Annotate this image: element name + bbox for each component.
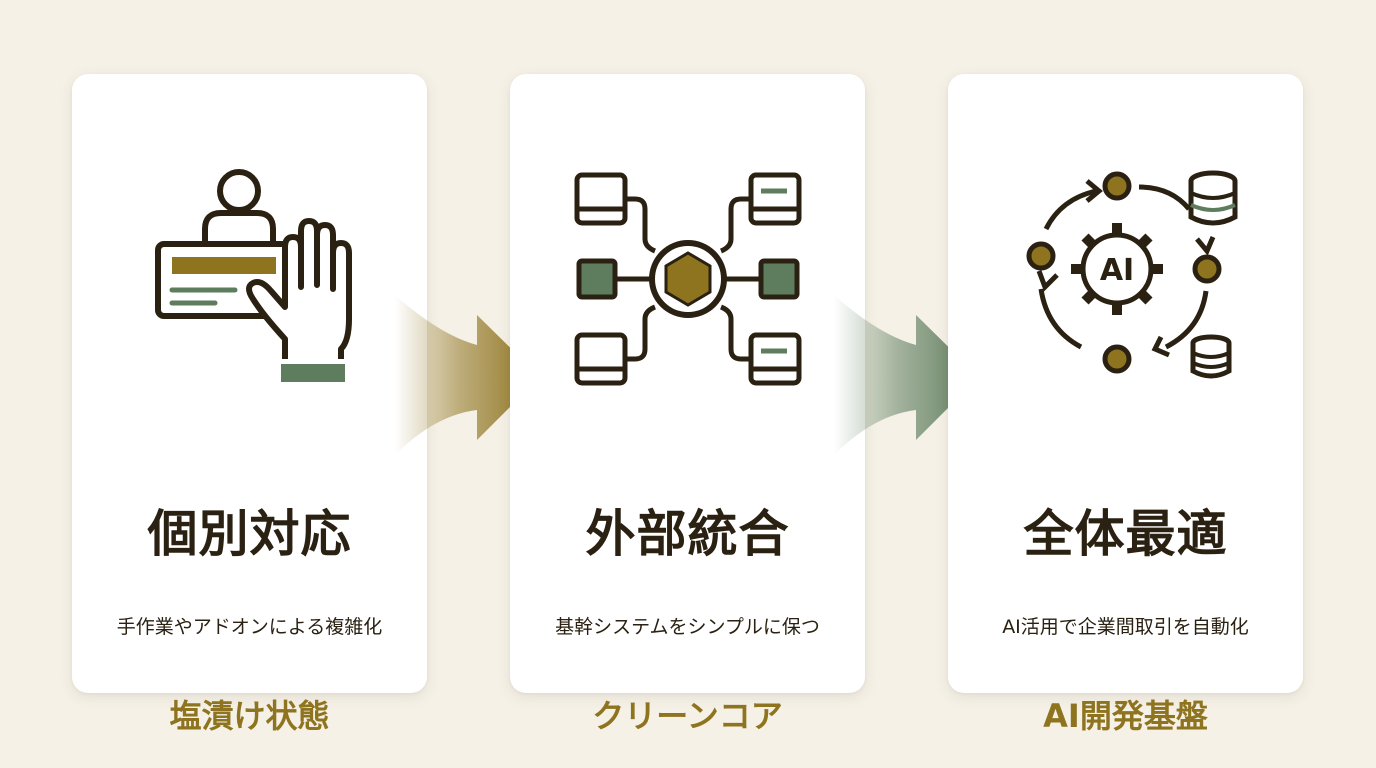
step-tag: AI開発基盤	[1043, 697, 1208, 735]
hub-network-icon	[510, 169, 865, 394]
arrow-right-icon	[834, 295, 984, 455]
arrow-right-icon	[395, 295, 545, 455]
step-description: 手作業やアドオンによる複雑化	[116, 616, 383, 638]
step-tag: クリーンコア	[592, 697, 783, 735]
person-card-hand-icon	[72, 169, 427, 394]
step-tag: 塩漬け状態	[169, 697, 330, 735]
step-card-optimization: AI 全体最適 AI活用で企業間取引を自動化 AI開発基盤	[948, 74, 1303, 735]
step-title: 全体最適	[1023, 504, 1228, 563]
step-title: 外部統合	[585, 504, 790, 563]
step-card-integration: 外部統合 基幹システムをシンプルに保つ クリーンコア	[510, 74, 865, 735]
ai-label: AI	[1099, 253, 1133, 288]
step-description: AI活用で企業間取引を自動化	[1002, 616, 1249, 638]
step-title: 個別対応	[147, 504, 352, 563]
step-card-individual: 個別対応 手作業やアドオンによる複雑化 塩漬け状態	[72, 74, 427, 735]
ai-gear-cycle-icon: AI	[948, 169, 1303, 394]
step-description: 基幹システムをシンプルに保つ	[555, 616, 820, 638]
